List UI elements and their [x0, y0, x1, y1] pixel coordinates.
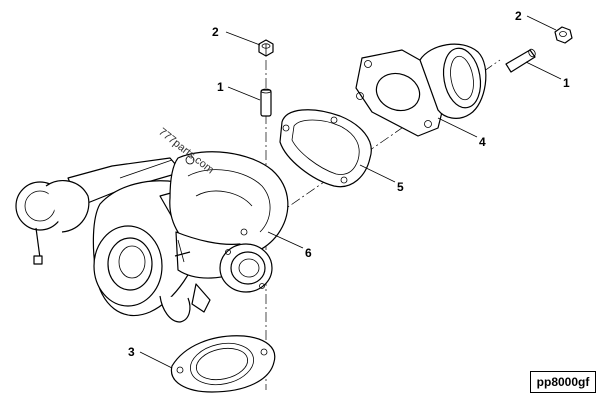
callout-1-top: 1: [217, 80, 224, 94]
outlet-elbow: [355, 43, 487, 137]
callout-6: 6: [305, 246, 312, 260]
callout-4: 4: [479, 135, 486, 149]
stud-top: [260, 88, 272, 117]
leader-lines: [139, 15, 562, 369]
callout-3: 3: [128, 345, 135, 359]
gasket-outlet: [279, 109, 372, 188]
nut-top: [258, 39, 274, 57]
callout-2-right: 2: [515, 9, 522, 23]
nut-right: [554, 26, 573, 44]
callout-1-right: 1: [563, 76, 570, 90]
reference-code-label: pp8000gf: [530, 371, 596, 393]
stud-right: [505, 48, 536, 73]
callout-5: 5: [397, 180, 404, 194]
callout-2-top: 2: [212, 25, 219, 39]
gasket-lower: [170, 335, 276, 393]
turbocharger: [15, 151, 289, 323]
